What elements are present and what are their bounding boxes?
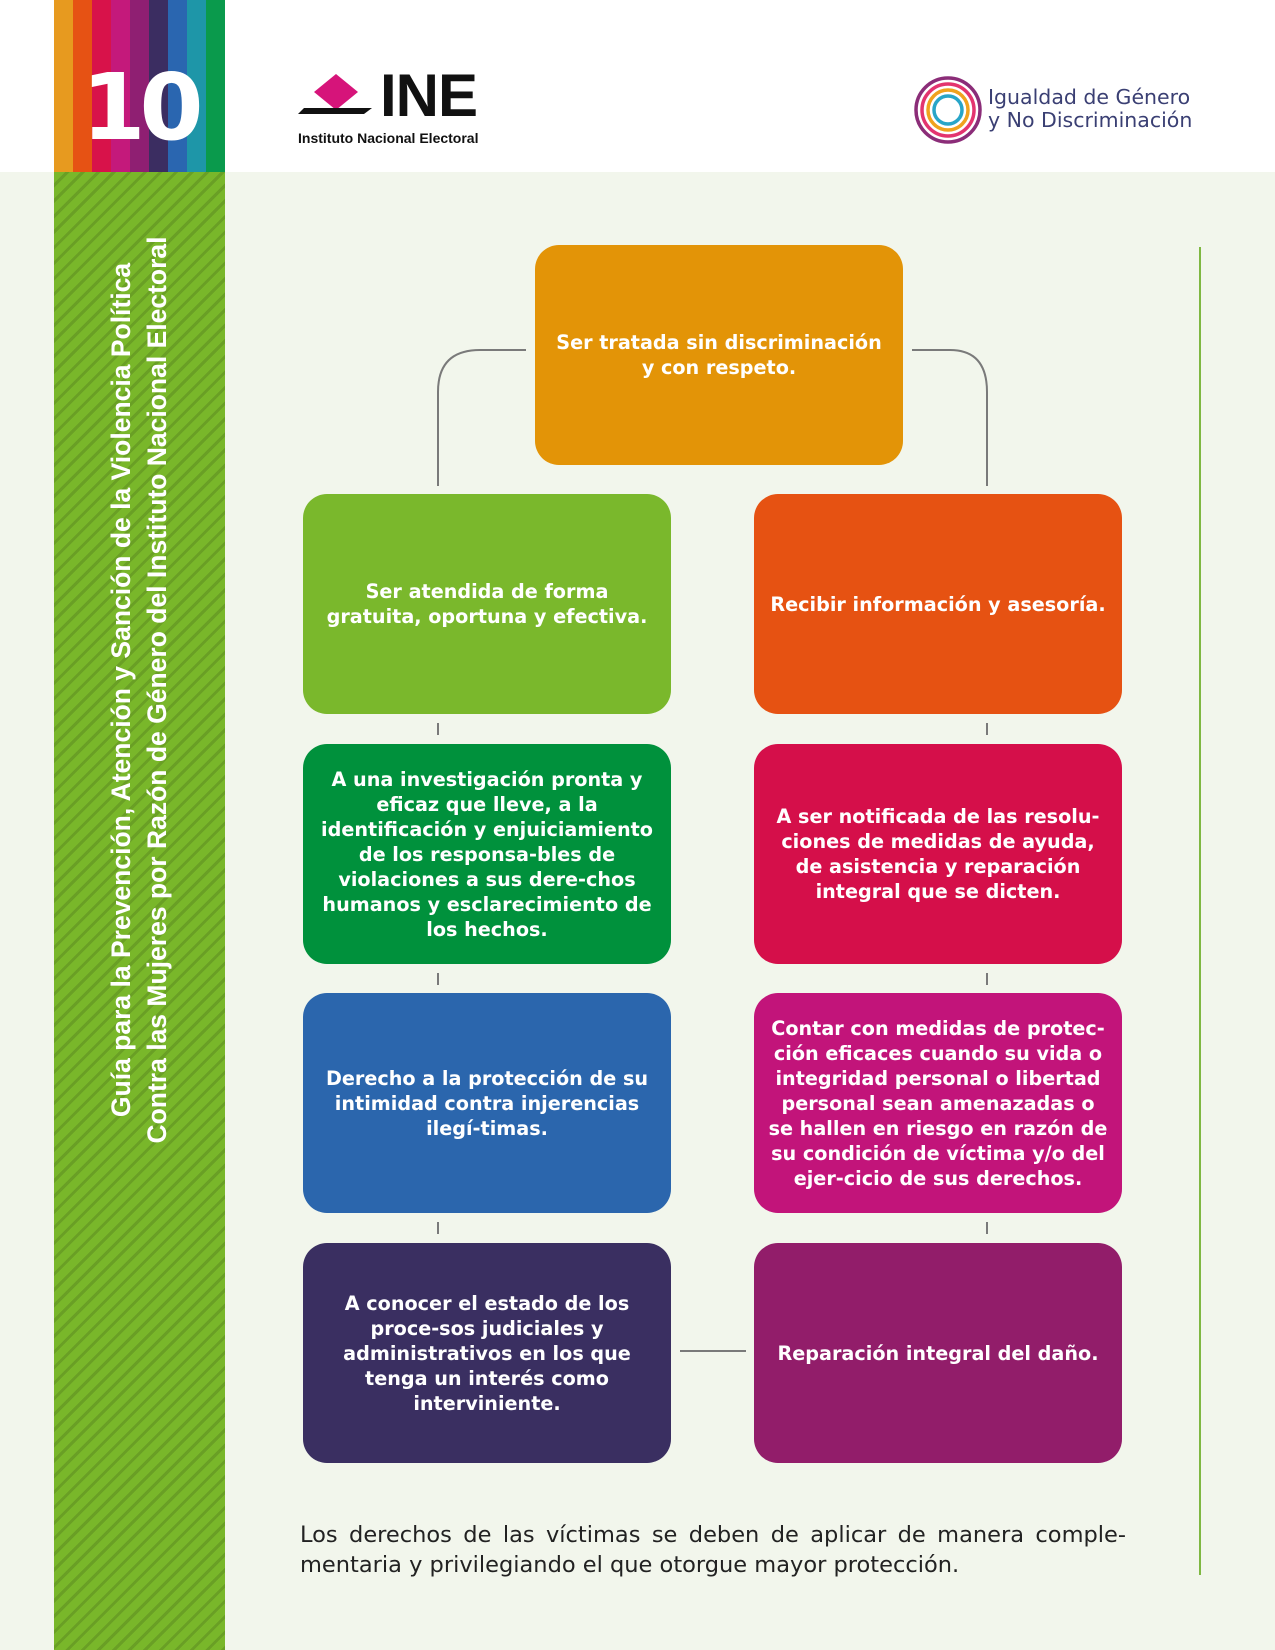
igualdad-line-1: Igualdad de Género [988, 85, 1191, 109]
igualdad-logo: Igualdad de Género y No Discriminación [912, 74, 1192, 150]
stripe-6 [149, 0, 168, 172]
rainbow-rings-icon [914, 76, 982, 144]
ballot-box-icon [298, 74, 372, 114]
box-right-3: Contar con medidas de protec-ción eficac… [754, 993, 1122, 1213]
igualdad-label: Igualdad de Género y No Discriminación [988, 86, 1192, 132]
box-left-4: A conocer el estado de los proce-sos jud… [303, 1243, 671, 1463]
box-right-2: A ser notificada de las resolu-ciones de… [754, 744, 1122, 964]
box-left-4-text: A conocer el estado de los proce-sos jud… [343, 1291, 631, 1415]
ine-subtitle: Instituto Nacional Electoral [298, 130, 479, 146]
box-right-2-text: A ser notificada de las resolu-ciones de… [776, 805, 1100, 903]
connector-top-left [437, 349, 526, 486]
ine-logo: INE Instituto Nacional Electoral [298, 66, 538, 148]
box-right-3-text: Contar con medidas de protec-ción eficac… [768, 1016, 1108, 1190]
box-left-3-text: Derecho a la protección de su intimidad … [325, 1066, 649, 1140]
page-rule [1199, 247, 1201, 1575]
box-left-1: Ser atendida de forma gratuita, oportuna… [303, 494, 671, 714]
stripe-1 [54, 0, 73, 172]
box-left-2-text: A una investigación pronta y eficaz que … [321, 767, 653, 941]
box-top: Ser tratada sin discriminación y con res… [535, 245, 903, 465]
sidebar [54, 172, 225, 1650]
box-left-1-text: Ser atendida de forma gratuita, oportuna… [326, 580, 648, 628]
box-right-4-text: Reparación integral del daño. [777, 1341, 1099, 1365]
box-top-text: Ser tratada sin discriminación y con res… [556, 331, 882, 379]
igualdad-line-2: y No Discriminación [988, 108, 1193, 132]
connector-top-right [912, 349, 988, 486]
box-right-4: Reparación integral del daño. [754, 1243, 1122, 1463]
stripe-3 [92, 0, 111, 172]
box-left-2: A una investigación pronta y eficaz que … [303, 744, 671, 964]
page-number: 10 [81, 54, 203, 161]
page-header: 10 INE Instituto Nacional Electoral Igua… [0, 0, 1275, 172]
footer-note: Los derechos de las víctimas se deben de… [300, 1522, 1126, 1578]
box-right-1: Recibir información y asesoría. [754, 494, 1122, 714]
stripe-7 [168, 0, 187, 172]
box-left-3: Derecho a la protección de su intimidad … [303, 993, 671, 1213]
stripe-5 [130, 0, 149, 172]
stripe-4 [111, 0, 130, 172]
stripe-2 [73, 0, 92, 172]
box-right-1-text: Recibir información y asesoría. [770, 592, 1106, 616]
ine-wordmark: INE [380, 62, 478, 129]
color-stripes [54, 0, 225, 172]
stripe-9 [206, 0, 225, 172]
stripe-8 [187, 0, 206, 172]
